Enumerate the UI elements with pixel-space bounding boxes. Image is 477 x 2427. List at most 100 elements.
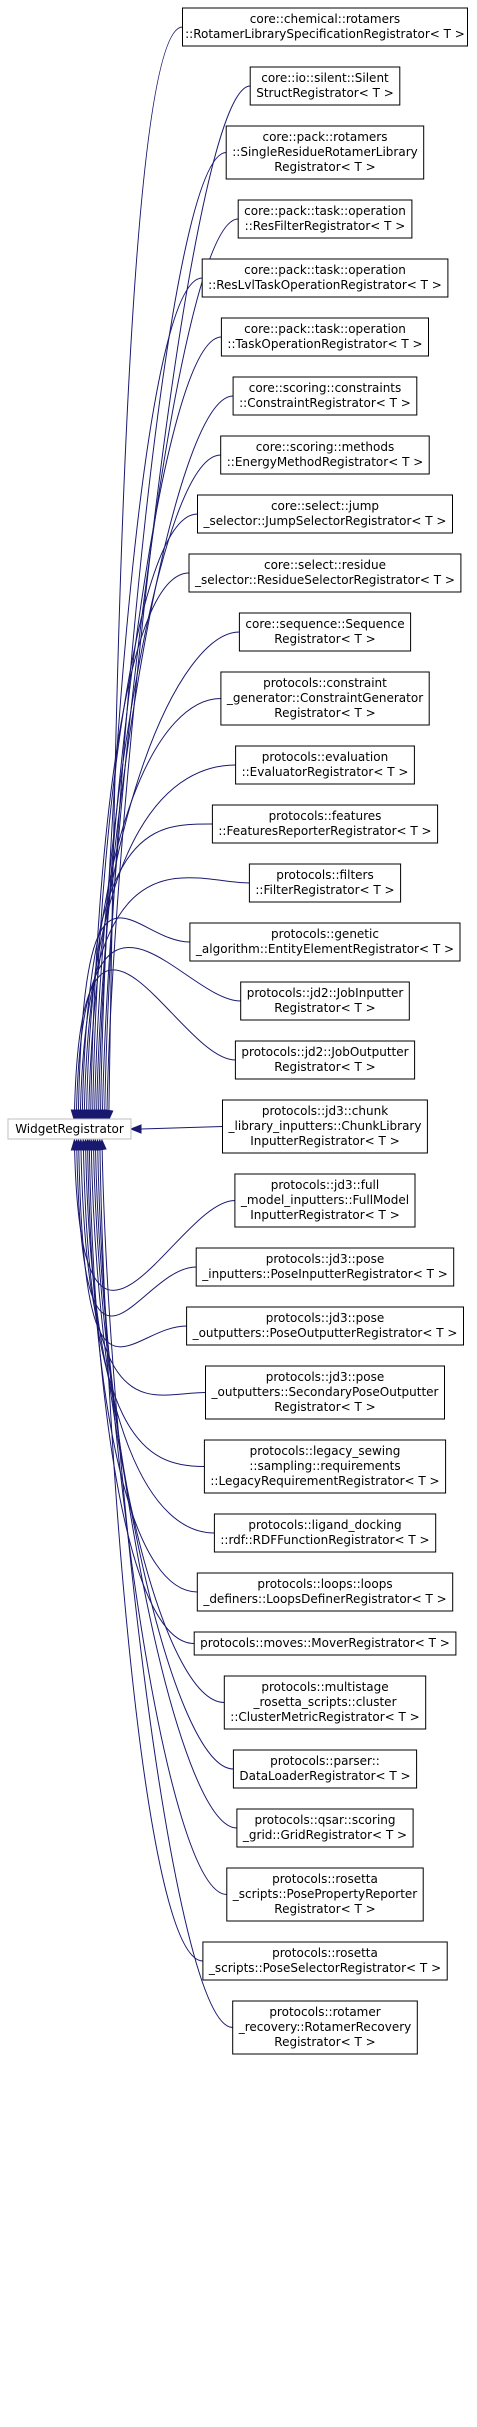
class-node-protocols-genetic-algorithm-entityelementregistrator-t[interactable]: protocols::genetic_algorithm::EntityElem… — [189, 922, 461, 962]
class-label-line: protocols::parser:: — [270, 1754, 380, 1768]
class-label-line: protocols::multistage — [261, 1680, 388, 1694]
class-node-protocols-jd3-pose-inputters-poseinputterregistrator-t[interactable]: protocols::jd3::pose_inputters::PoseInpu… — [195, 1247, 455, 1287]
class-box — [232, 376, 418, 416]
class-node-protocols-rotamer-recovery-rotamerrecovery-registrator-t[interactable]: protocols::rotamer_recovery::RotamerReco… — [232, 2000, 418, 2055]
class-box — [234, 1040, 416, 1080]
inheritance-edge — [78, 1138, 187, 1348]
class-node-core-scoring-constraints-constraintregistrator-t[interactable]: core::scoring::constraints::ConstraintRe… — [232, 376, 418, 416]
class-label-line: core::scoring::methods — [256, 440, 394, 454]
class-label-line: Registrator< T > — [274, 1902, 375, 1916]
class-label-line: core::pack::task::operation — [244, 322, 406, 336]
class-label-line: protocols::qsar::scoring — [255, 1813, 396, 1827]
class-node-protocols-jd2-joboutputter-registrator-t[interactable]: protocols::jd2::JobOutputterRegistrator<… — [234, 1040, 416, 1080]
class-node-core-select-jump-selector-jumpselectorregistrator-t[interactable]: core::select::jump_selector::JumpSelecto… — [197, 494, 453, 534]
class-box — [236, 1808, 414, 1848]
class-node-protocols-loops-loops-definers-loopsdefinerregistrator-t[interactable]: protocols::loops::loops_definers::LoopsD… — [196, 1572, 454, 1612]
class-label-line: protocols::ligand_docking — [248, 1518, 401, 1532]
class-label-line: _scripts::PoseSelectorRegistrator< T > — [208, 1961, 441, 1975]
base-class-box — [7, 1118, 132, 1140]
class-label-line: ::RotamerLibrarySpecificationRegistrator… — [185, 27, 465, 41]
class-box — [196, 1572, 454, 1612]
class-node-core-chemical-rotamers-rotamerlibraryspecificationregistrato[interactable]: core::chemical::rotamers::RotamerLibrary… — [182, 7, 468, 47]
class-node-protocols-parser-dataloaderregistrator-t[interactable]: protocols::parser::DataLoaderRegistrator… — [232, 1749, 418, 1789]
inheritance-edge — [88, 631, 240, 1122]
class-node-protocols-ligand-docking-rdf-rdffunctionregistrator-t[interactable]: protocols::ligand_docking::rdf::RDFFunct… — [213, 1513, 437, 1553]
inheritance-edge — [92, 1138, 234, 1770]
class-label-line: ::ResLvlTaskOperationRegistrator< T > — [208, 278, 442, 292]
class-node-core-io-silent-silent-structregistrator-t[interactable]: core::io::silent::SilentStructRegistrato… — [249, 66, 401, 106]
class-label-line: protocols::evaluation — [262, 750, 388, 764]
class-node-core-pack-rotamers-singleresiduerotamerlibrary-registrator-t[interactable]: core::pack::rotamers::SingleResidueRotam… — [225, 125, 425, 180]
class-label-line: _definers::LoopsDefinerRegistrator< T > — [202, 1592, 446, 1606]
class-label-line: _scripts::PosePropertyReporter — [232, 1887, 418, 1901]
class-node-protocols-qsar-scoring-grid-gridregistrator-t[interactable]: protocols::qsar::scoring_grid::GridRegis… — [236, 1808, 414, 1848]
class-label-line: _rosetta_scripts::cluster — [253, 1695, 397, 1709]
class-node-core-pack-task-operation-resfilterregistrator-t[interactable]: core::pack::task::operation::ResFilterRe… — [237, 199, 413, 239]
class-label-line: protocols::filters — [276, 868, 373, 882]
base-class-node[interactable]: WidgetRegistrator — [7, 1118, 132, 1140]
class-node-core-select-residue-selector-residueselectorregistrator-t[interactable]: core::select::residue_selector::ResidueS… — [188, 553, 462, 593]
class-box — [201, 258, 449, 298]
class-label-line: ::EvaluatorRegistrator< T > — [242, 765, 409, 779]
class-label-line: _selector::JumpSelectorRegistrator< T > — [203, 514, 447, 528]
class-box — [223, 1675, 427, 1730]
class-node-protocols-rosetta-scripts-posepropertyreporter-registrator-t[interactable]: protocols::rosetta_scripts::PoseProperty… — [226, 1867, 424, 1922]
class-node-protocols-multistage-rosetta-scripts-cluster-clustermetricre[interactable]: protocols::multistage_rosetta_scripts::c… — [223, 1675, 427, 1730]
class-node-protocols-rosetta-scripts-poseselectorregistrator-t[interactable]: protocols::rosetta_scripts::PoseSelector… — [202, 1941, 448, 1981]
class-label-line: protocols::jd3::chunk — [262, 1104, 388, 1118]
class-label-line: ::ConstraintRegistrator< T > — [239, 396, 411, 410]
class-node-protocols-evaluation-evaluatorregistrator-t[interactable]: protocols::evaluation::EvaluatorRegistra… — [235, 745, 415, 785]
inheritance-edge — [101, 218, 239, 1122]
class-node-core-scoring-methods-energymethodregistrator-t[interactable]: core::scoring::methods::EnergyMethodRegi… — [220, 435, 430, 475]
class-node-protocols-jd3-chunk-library-inputters-chunklibrary-inputterr[interactable]: protocols::jd3::chunk_library_inputters:… — [222, 1099, 428, 1154]
class-label-line: ::FilterRegistrator< T > — [255, 883, 394, 897]
inheritance-edge — [140, 1126, 223, 1130]
inheritance-edge — [83, 764, 236, 1122]
class-label-line: DataLoaderRegistrator< T > — [239, 1769, 410, 1783]
class-label-line: _library_inputters::ChunkLibrary — [228, 1119, 422, 1133]
inheritance-edge — [97, 1138, 227, 1895]
class-label-line: Registrator< T > — [274, 1400, 375, 1414]
class-label-line: _recovery::RotamerRecovery — [238, 2020, 412, 2034]
inheritance-edge — [106, 85, 251, 1122]
class-label-line: core::io::silent::Silent — [261, 71, 389, 85]
class-label-line: ::SingleResidueRotamerLibrary — [232, 145, 418, 159]
class-node-protocols-legacy-sewing-sampling-requirements-legacyrequirem[interactable]: protocols::legacy_sewing::sampling::requ… — [203, 1439, 447, 1494]
inheritance-edge — [86, 1138, 198, 1593]
class-node-protocols-moves-moverregistrator-t[interactable]: protocols::moves::MoverRegistrator< T > — [193, 1631, 457, 1656]
class-nodes: core::chemical::rotamers::RotamerLibrary… — [182, 7, 468, 2055]
class-node-core-pack-task-operation-reslvltaskoperationregistrator-t[interactable]: core::pack::task::operation::ResLvlTaskO… — [201, 258, 449, 298]
class-box — [240, 981, 410, 1021]
class-node-protocols-jd3-pose-outputters-poseoutputterregistrator-t[interactable]: protocols::jd3::pose_outputters::PoseOut… — [186, 1306, 464, 1346]
class-label-line: ::rdf::RDFFunctionRegistrator< T > — [220, 1533, 429, 1547]
inheritance-edge — [85, 698, 221, 1122]
class-box — [234, 1173, 416, 1228]
class-label-line: _selector::ResidueSelectorRegistrator< T… — [194, 573, 455, 587]
class-label-line: _generator::ConstraintGenerator — [226, 691, 423, 705]
class-label-line: protocols::features — [269, 809, 382, 823]
class-node-protocols-jd2-jobinputter-registrator-t[interactable]: protocols::jd2::JobInputterRegistrator< … — [240, 981, 410, 1021]
class-label-line: protocols::jd2::JobOutputter — [241, 1045, 408, 1059]
inheritance-edge — [99, 1138, 203, 1962]
class-node-protocols-features-featuresreporterregistrator-t[interactable]: protocols::features::FeaturesReporterReg… — [211, 804, 439, 844]
inheritance-edge — [94, 1138, 237, 1829]
class-label-line: protocols::rotamer — [269, 2005, 380, 2019]
class-node-protocols-jd3-pose-outputters-secondaryposeoutputter-registr[interactable]: protocols::jd3::pose_outputters::Seconda… — [205, 1365, 445, 1420]
class-label-line: StructRegistrator< T > — [256, 86, 394, 100]
class-node-protocols-constraint-generator-constraintgenerator-registrat[interactable]: protocols::constraint_generator::Constra… — [220, 671, 430, 726]
class-node-protocols-filters-filterregistrator-t[interactable]: protocols::filters::FilterRegistrator< T… — [248, 863, 402, 903]
class-label-line: core::select::jump — [271, 499, 379, 513]
class-label-line: protocols::rosetta — [272, 1872, 378, 1886]
class-label-line: Registrator< T > — [274, 1001, 375, 1015]
class-box — [232, 1749, 418, 1789]
class-node-protocols-jd3-full-model-inputters-fullmodel-inputterregistr[interactable]: protocols::jd3::full_model_inputters::Fu… — [234, 1173, 416, 1228]
inheritance-edge — [97, 336, 222, 1122]
class-box — [186, 1306, 464, 1346]
class-box — [232, 2000, 418, 2055]
inheritance-edge — [93, 454, 221, 1122]
class-label-line: protocols::jd3::pose — [266, 1370, 385, 1384]
class-node-core-pack-task-operation-taskoperationregistrator-t[interactable]: core::pack::task::operation::TaskOperati… — [220, 317, 429, 357]
class-label-line: Registrator< T > — [274, 632, 375, 646]
class-box — [195, 1247, 455, 1287]
